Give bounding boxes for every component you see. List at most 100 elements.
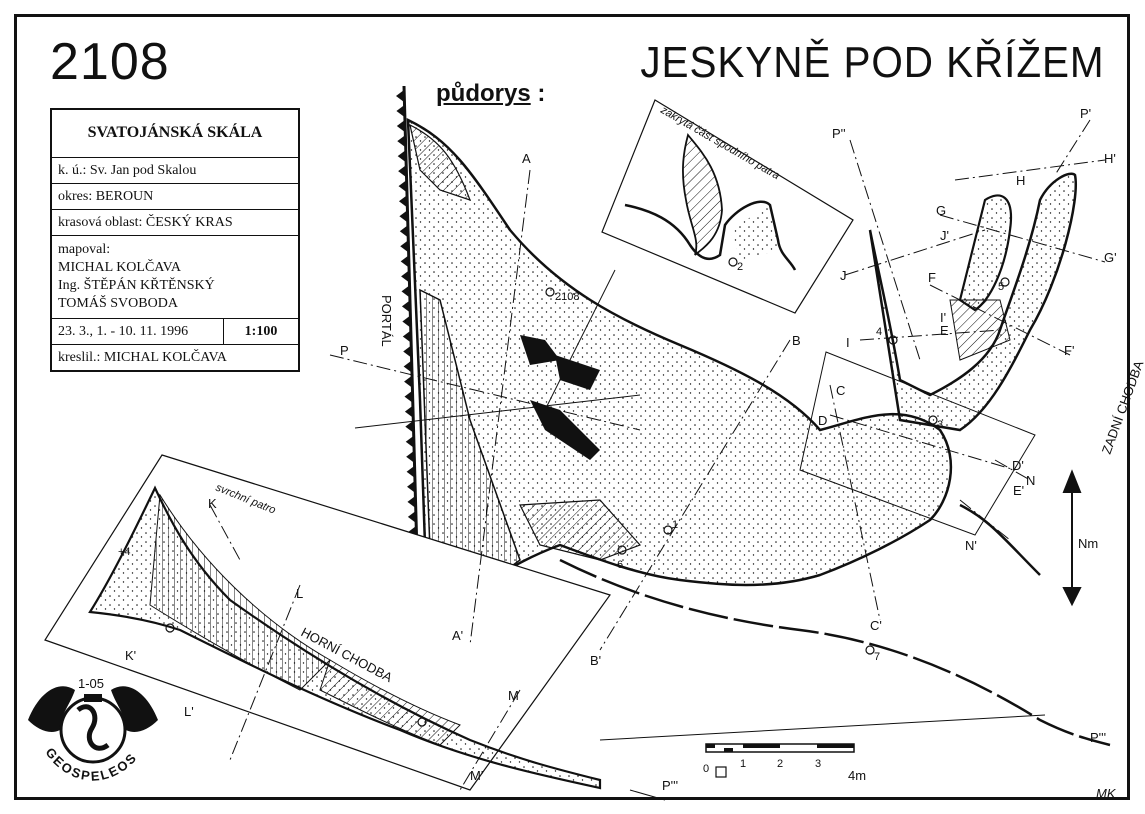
- portal-tick: [401, 270, 410, 283]
- back-passage-tail: [959, 503, 1041, 576]
- section-M: M: [508, 688, 519, 703]
- section-P-prime: P': [1080, 106, 1091, 121]
- portal-tick: [406, 465, 415, 478]
- lower-wall-line: [559, 558, 1111, 747]
- section-E: E: [940, 323, 949, 338]
- portal-label: PORTÁL: [379, 295, 394, 347]
- section-C-prime: C': [870, 618, 882, 633]
- map-number: 2108: [50, 33, 170, 91]
- scale-tick-0: 0: [703, 763, 709, 775]
- section-P3b: P''': [662, 778, 678, 793]
- portal-tick: [397, 150, 406, 163]
- inset-upper-passage: [44, 454, 611, 791]
- section-L: L: [296, 586, 303, 601]
- map-title: JESKYNĚ POD KŘÍŽEM: [640, 38, 1105, 87]
- station-2: 2: [737, 261, 743, 273]
- section-K-prime: K': [125, 648, 136, 663]
- section-I: I: [846, 335, 850, 350]
- lower-hatched-zone: [519, 499, 642, 561]
- map-scale: 1:100: [244, 324, 278, 339]
- geospeleos-logo: [28, 686, 158, 764]
- back-passage: [868, 172, 1077, 432]
- date-scale-row: 23. 3., 1. - 10. 11. 1996 1:100: [52, 319, 298, 345]
- mappers-block: mapoval: MICHAL KOLČAVA Ing. ŠTĚPÁN KŘTĚ…: [52, 236, 298, 319]
- station-5: 5: [998, 281, 1004, 293]
- plan-label-colon: :: [530, 80, 546, 107]
- station-6: 6: [617, 559, 623, 571]
- mapper-3: TOMÁŠ SVOBODA: [58, 296, 178, 311]
- section-J: J: [840, 268, 847, 283]
- section-E-prime: E': [1013, 483, 1024, 498]
- portal-tick: [407, 495, 416, 508]
- back-passage-hatch: [949, 299, 1011, 361]
- section-J-prime: J': [940, 228, 949, 243]
- mapper-2: Ing. ŠTĚPÁN KŘTĚNSKÝ: [58, 278, 215, 293]
- map-frame: [14, 14, 1130, 800]
- section-G-prime: G': [1104, 250, 1117, 265]
- section-F: F: [928, 270, 936, 285]
- author-mark: MK: [1096, 786, 1117, 801]
- station-7: 7: [874, 651, 880, 663]
- portal-tick: [406, 450, 415, 463]
- section-K: K: [208, 496, 217, 511]
- portal-tick: [405, 420, 414, 433]
- section-P3: P''': [1090, 730, 1106, 745]
- portal-tick: [407, 510, 416, 523]
- section-B-prime: B': [590, 653, 601, 668]
- portal-tick: [404, 405, 413, 418]
- portal-tick: [396, 90, 404, 102]
- dark-rock-1: [520, 335, 560, 365]
- survey-dates: 23. 3., 1. - 10. 11. 1996: [52, 319, 224, 344]
- portal-tick: [396, 105, 405, 118]
- section-P2: P'': [832, 126, 846, 141]
- drawn-by: kreslil.: MICHAL KOLČAVA: [58, 350, 227, 365]
- station-4: 4: [876, 326, 882, 338]
- section-B: B: [792, 333, 801, 348]
- inset-hidden-part: [601, 99, 854, 314]
- cadastre: k. ú.: Sv. Jan pod Skalou: [52, 158, 298, 184]
- portal-tick: [402, 315, 411, 328]
- portal-tick: [396, 120, 405, 133]
- portal-tick: [402, 330, 411, 343]
- district: okres: BEROUN: [52, 184, 298, 210]
- portal-wall: [396, 85, 420, 598]
- portal-tick: [398, 195, 407, 208]
- scale-unit: 4m: [848, 768, 866, 783]
- station-2108-label: 2108: [555, 291, 579, 303]
- section-G: G: [936, 203, 946, 218]
- portal-tick: [403, 360, 412, 373]
- portal-tick: [397, 135, 406, 148]
- scale-tick-1: 1: [740, 758, 746, 770]
- plan-label: půdorys :: [436, 80, 545, 108]
- reference-arrows: [354, 269, 1046, 801]
- info-box: SVATOJÁNSKÁ SKÁLA k. ú.: Sv. Jan pod Ska…: [50, 108, 300, 372]
- dark-rock-3: [555, 355, 600, 390]
- mapper-1: MICHAL KOLČAVA: [58, 260, 182, 275]
- dark-rock-2: [530, 400, 600, 460]
- height-mark: +4: [118, 546, 131, 558]
- scale-tick-3: 3: [815, 758, 821, 770]
- portal-tick: [404, 390, 413, 403]
- portal-tick: [398, 180, 407, 193]
- back-passage-label: ZADNÍ CHODBA: [1099, 358, 1145, 456]
- mapped-by-label: mapoval:: [58, 242, 111, 257]
- logo-code: 1-05: [78, 676, 104, 691]
- locality-name: SVATOJÁNSKÁ SKÁLA: [52, 110, 298, 158]
- inset-chamber: [799, 351, 1036, 536]
- scale-tick-2: 2: [777, 758, 783, 770]
- section-lines: [209, 119, 1106, 791]
- section-A: A: [522, 151, 531, 166]
- section-L-prime: L': [184, 704, 194, 719]
- portal-tick: [401, 285, 410, 298]
- scale-bar: [705, 743, 855, 778]
- section-D: D: [818, 413, 827, 428]
- portal-tick: [400, 240, 409, 253]
- section-H: H: [1016, 173, 1025, 188]
- section-N-prime: N': [965, 538, 977, 553]
- portal-tick: [401, 300, 410, 313]
- section-H-prime: H': [1104, 151, 1116, 166]
- portal-tick: [398, 165, 407, 178]
- portal-tick: [407, 480, 416, 493]
- portal-tick: [399, 210, 408, 223]
